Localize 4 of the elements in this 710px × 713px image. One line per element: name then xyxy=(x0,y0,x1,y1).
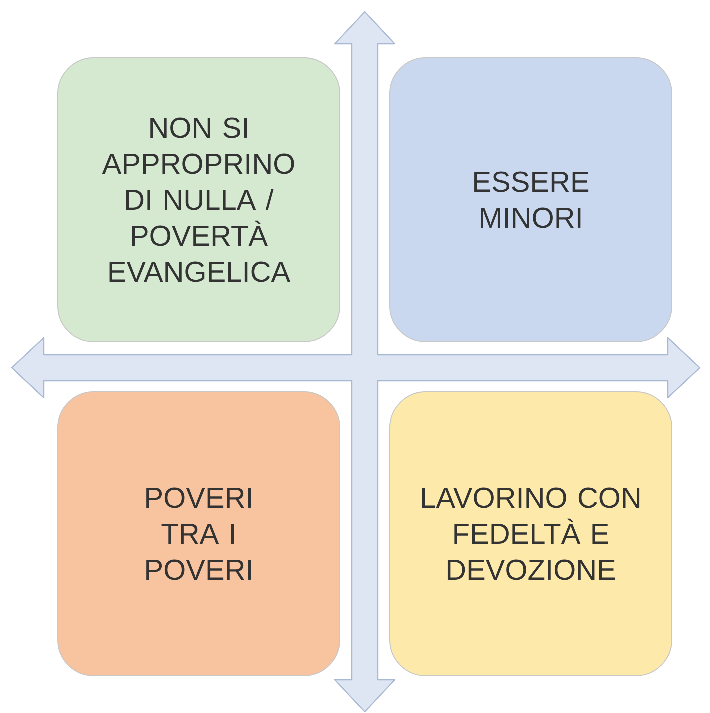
quadrant-box: NON SI APPROPRINO DI NULLA / POVERTÀ EVANGELICA xyxy=(58,58,340,342)
quadrant-box: LAVORINO CON FEDELTÀ E DEVOZIONE xyxy=(390,392,672,676)
quadrant-box: POVERI TRA I POVERI xyxy=(58,392,340,676)
quadrant-box: ESSERE MINORI xyxy=(390,58,672,342)
